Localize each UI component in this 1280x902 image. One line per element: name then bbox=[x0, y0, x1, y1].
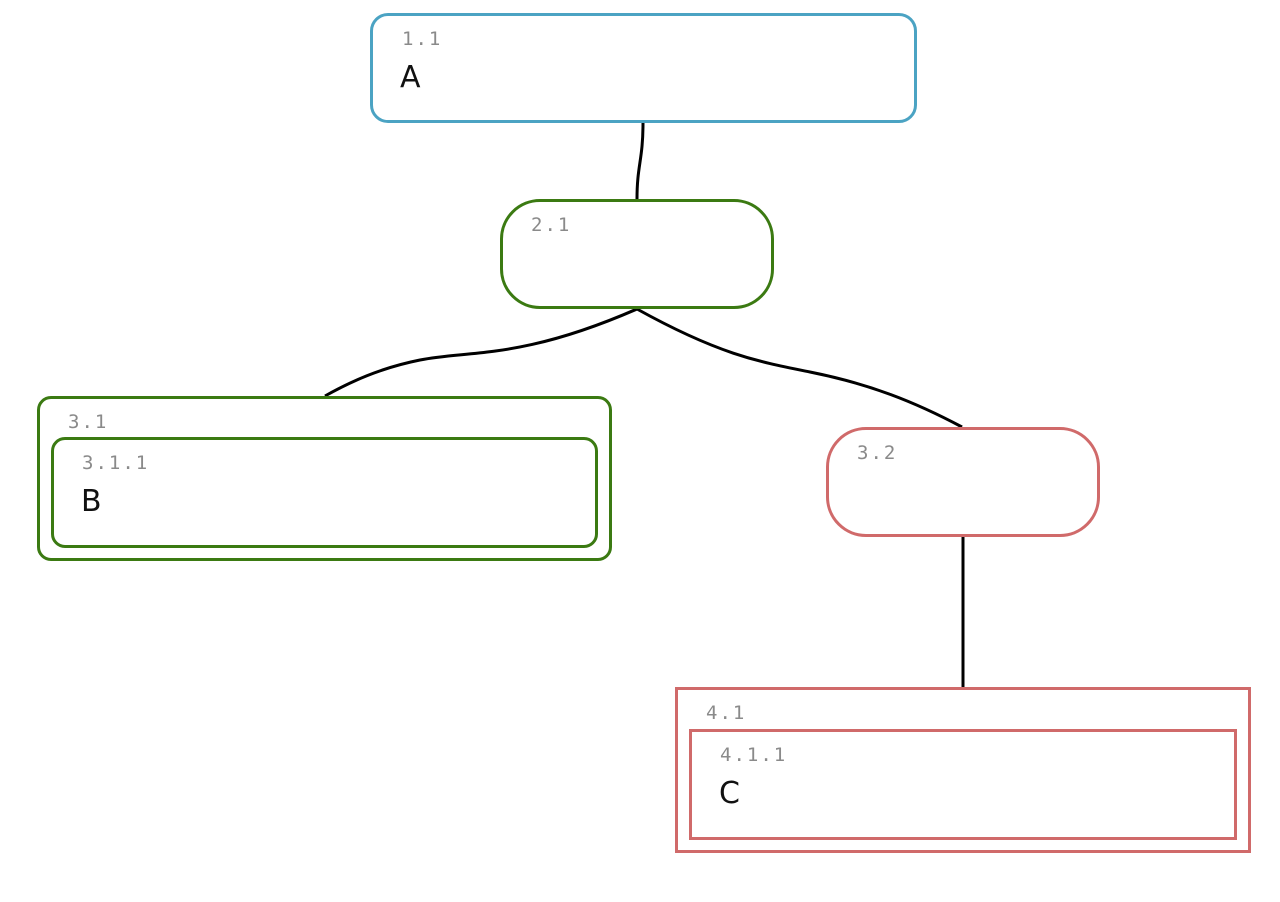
edge-2-1-to-3-1 bbox=[324, 307, 638, 398]
node-3-2: 3.2 bbox=[826, 427, 1100, 537]
node-3-1-1: 3.1.1 B bbox=[51, 437, 598, 548]
node-text: A bbox=[400, 60, 421, 95]
node-text: C bbox=[719, 776, 740, 811]
node-1-1: 1.1 A bbox=[370, 13, 917, 123]
edge-1-1-to-2-1 bbox=[635, 122, 645, 200]
node-id-label: 4.1 bbox=[706, 702, 747, 724]
node-id-label: 2.1 bbox=[531, 214, 572, 236]
node-text: B bbox=[81, 484, 102, 519]
node-2-1: 2.1 bbox=[500, 199, 774, 309]
node-id-label: 3.1.1 bbox=[82, 452, 150, 474]
node-4-1-1: 4.1.1 C bbox=[689, 729, 1237, 840]
edge-2-1-to-3-2 bbox=[636, 307, 963, 429]
node-id-label: 3.1 bbox=[68, 411, 109, 433]
node-id-label: 4.1.1 bbox=[720, 744, 788, 766]
node-id-label: 3.2 bbox=[857, 442, 898, 464]
node-id-label: 1.1 bbox=[402, 28, 443, 50]
